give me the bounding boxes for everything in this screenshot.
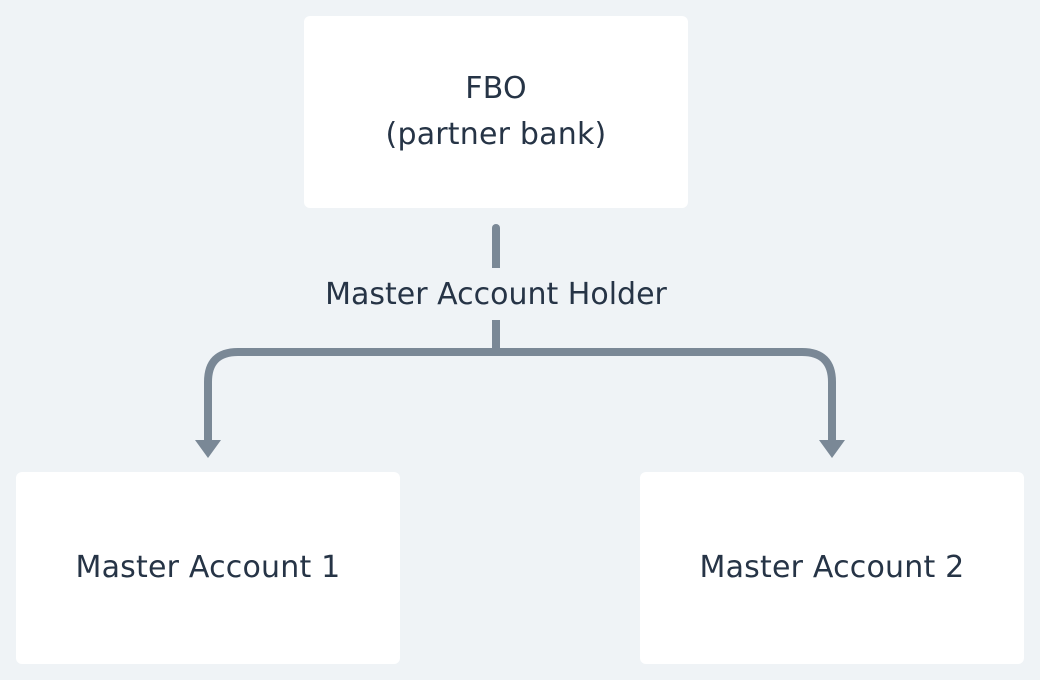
branch-right-line — [496, 348, 836, 442]
arrowhead-right-icon — [819, 440, 845, 458]
edge-label: Master Account Holder — [296, 268, 696, 320]
fbo-node-subtitle: (partner bank) — [385, 117, 607, 152]
fbo-node-title: FBO — [465, 71, 527, 106]
master-account-1-node: Master Account 1 — [16, 472, 400, 664]
arrowhead-left-icon — [195, 440, 221, 458]
branch-left-line — [204, 348, 496, 442]
master-account-1-label: Master Account 1 — [75, 550, 341, 585]
fbo-node: FBO (partner bank) — [304, 16, 688, 208]
master-account-2-label: Master Account 2 — [699, 550, 965, 585]
master-account-2-node: Master Account 2 — [640, 472, 1024, 664]
